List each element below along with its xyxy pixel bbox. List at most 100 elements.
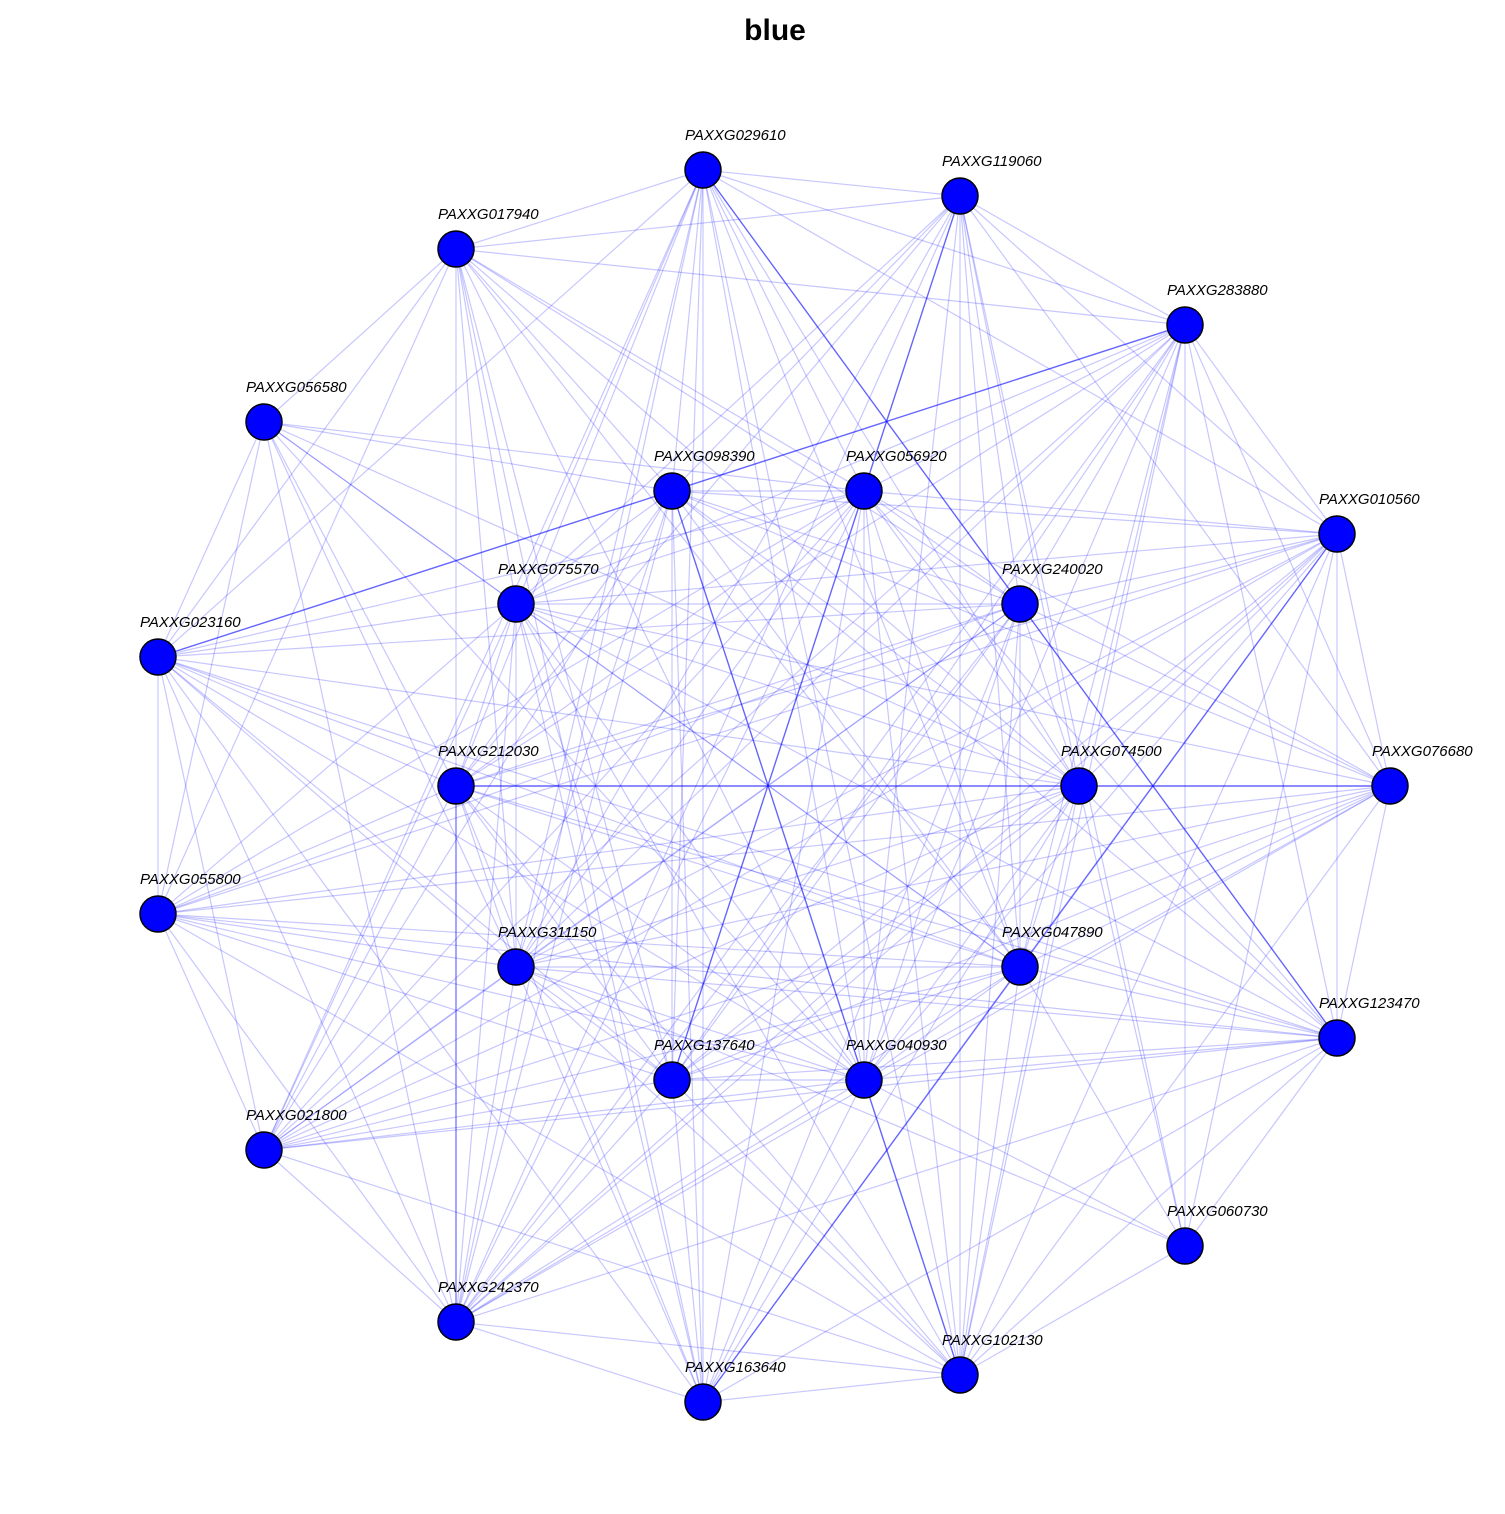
node-PAXXG017940[interactable]: PAXXG017940	[437, 206, 539, 268]
edge-PAXXG023160-PAXXG163640	[157, 656, 704, 1403]
edge-PAXXG029610-PAXXG098390	[671, 169, 704, 492]
edge-PAXXG029610-PAXXG242370	[455, 169, 704, 1323]
edge-PAXXG010560-PAXXG137640	[671, 533, 1338, 1081]
node-circle[interactable]	[1001, 948, 1039, 986]
node-PAXXG056580[interactable]: PAXXG056580	[245, 379, 347, 441]
edge-PAXXG283880-PAXXG047890	[1019, 324, 1186, 968]
node-PAXXG047890[interactable]: PAXXG047890	[1001, 924, 1103, 986]
node-circle[interactable]	[437, 1303, 475, 1341]
edge-PAXXG074500-PAXXG242370	[455, 785, 1080, 1323]
edge-PAXXG098390-PAXXG212030	[455, 490, 673, 787]
edge-PAXXG311150-PAXXG123470	[515, 966, 1338, 1039]
node-circle[interactable]	[1371, 767, 1409, 805]
node-label: PAXXG123470	[1319, 995, 1420, 1012]
edge-PAXXG029610-PAXXG137640	[671, 169, 704, 1081]
node-PAXXG060730[interactable]: PAXXG060730	[1166, 1203, 1268, 1265]
node-PAXXG102130[interactable]: PAXXG102130	[941, 1332, 1043, 1394]
node-circle[interactable]	[497, 585, 535, 623]
node-circle[interactable]	[1166, 306, 1204, 344]
node-PAXXG311150[interactable]: PAXXG311150	[497, 924, 597, 986]
edge-PAXXG040930-PAXXG021800	[263, 1079, 865, 1151]
node-PAXXG029610[interactable]: PAXXG029610	[684, 127, 786, 189]
edge-PAXXG283880-PAXXG137640	[671, 324, 1186, 1081]
node-label: PAXXG017940	[438, 206, 539, 223]
node-circle[interactable]	[845, 472, 883, 510]
edge-PAXXG029610-PAXXG040930	[702, 169, 865, 1081]
edge-PAXXG137640-PAXXG102130	[671, 1079, 961, 1376]
node-circle[interactable]	[437, 767, 475, 805]
edge-PAXXG283880-PAXXG123470	[1184, 324, 1338, 1039]
node-circle[interactable]	[653, 1061, 691, 1099]
node-circle[interactable]	[684, 1383, 722, 1421]
node-circle[interactable]	[497, 948, 535, 986]
edge-PAXXG283880-PAXXG074500	[1078, 324, 1186, 787]
edge-PAXXG056580-PAXXG047890	[263, 421, 1021, 968]
edge-PAXXG010560-PAXXG055800	[157, 533, 1338, 915]
node-PAXXG076680[interactable]: PAXXG076680	[1371, 743, 1473, 805]
node-circle[interactable]	[653, 472, 691, 510]
edge-PAXXG075570-PAXXG076680	[515, 603, 1391, 787]
edge-PAXXG055800-PAXXG040930	[157, 913, 865, 1081]
node-PAXXG040930[interactable]: PAXXG040930	[845, 1037, 947, 1099]
edge-PAXXG047890-PAXXG102130	[959, 966, 1021, 1376]
edge-PAXXG017940-PAXXG074500	[455, 248, 1080, 787]
node-PAXXG283880[interactable]: PAXXG283880	[1166, 282, 1268, 344]
edge-PAXXG023160-PAXXG212030	[157, 656, 457, 787]
node-circle[interactable]	[845, 1061, 883, 1099]
edge-PAXXG056920-PAXXG242370	[455, 490, 865, 1323]
edge-PAXXG055800-PAXXG021800	[157, 913, 265, 1151]
node-circle[interactable]	[1060, 767, 1098, 805]
edge-PAXXG056580-PAXXG075570	[263, 421, 517, 605]
edge-PAXXG056580-PAXXG242370	[263, 421, 457, 1323]
node-circle[interactable]	[1318, 1019, 1356, 1057]
node-PAXXG075570[interactable]: PAXXG075570	[497, 561, 599, 623]
edge-PAXXG283880-PAXXG021800	[263, 324, 1186, 1151]
node-circle[interactable]	[941, 177, 979, 215]
edge-PAXXG075570-PAXXG023160	[157, 603, 517, 658]
node-PAXXG010560[interactable]: PAXXG010560	[1318, 491, 1420, 553]
node-PAXXG123470[interactable]: PAXXG123470	[1318, 995, 1420, 1057]
edge-PAXXG240020-PAXXG123470	[1019, 603, 1338, 1039]
edge-PAXXG010560-PAXXG021800	[263, 533, 1338, 1151]
edge-PAXXG029610-PAXXG047890	[702, 169, 1021, 968]
node-PAXXG137640[interactable]: PAXXG137640	[653, 1037, 755, 1099]
node-circle[interactable]	[139, 638, 177, 676]
node-circle[interactable]	[245, 403, 283, 441]
node-PAXXG074500[interactable]: PAXXG074500	[1060, 743, 1162, 805]
node-PAXXG119060[interactable]: PAXXG119060	[941, 153, 1042, 215]
node-label: PAXXG023160	[140, 614, 241, 631]
node-circle[interactable]	[1318, 515, 1356, 553]
edge-PAXXG119060-PAXXG017940	[455, 195, 961, 250]
node-label: PAXXG163640	[685, 1359, 786, 1376]
node-PAXXG240020[interactable]: PAXXG240020	[1001, 561, 1103, 623]
edge-PAXXG076680-PAXXG123470	[1336, 785, 1391, 1039]
node-circle[interactable]	[1166, 1227, 1204, 1265]
node-circle[interactable]	[1001, 585, 1039, 623]
node-circle[interactable]	[941, 1356, 979, 1394]
edge-PAXXG017940-PAXXG047890	[455, 248, 1021, 968]
edge-PAXXG240020-PAXXG163640	[702, 603, 1021, 1403]
edge-PAXXG010560-PAXXG074500	[1078, 533, 1338, 787]
node-PAXXG212030[interactable]: PAXXG212030	[437, 743, 539, 805]
edge-PAXXG119060-PAXXG242370	[455, 195, 961, 1323]
nodes-layer: PAXXG029610 PAXXG119060PAXXG017940PAXXG28…	[139, 127, 1473, 1421]
edge-PAXXG119060-PAXXG047890	[959, 195, 1021, 968]
edge-PAXXG056580-PAXXG311150	[263, 421, 517, 968]
edge-PAXXG212030-PAXXG055800	[157, 785, 457, 915]
node-PAXXG163640[interactable]: PAXXG163640	[684, 1359, 786, 1421]
node-PAXXG098390[interactable]: PAXXG098390	[653, 448, 755, 510]
node-PAXXG055800[interactable]: PAXXG055800	[139, 871, 241, 933]
node-circle[interactable]	[245, 1131, 283, 1169]
edge-PAXXG098390-PAXXG047890	[671, 490, 1021, 968]
node-PAXXG056920[interactable]: PAXXG056920	[845, 448, 947, 510]
node-circle[interactable]	[437, 230, 475, 268]
edge-PAXXG076680-PAXXG242370	[455, 785, 1391, 1323]
node-PAXXG023160[interactable]: PAXXG023160	[139, 614, 241, 676]
edge-PAXXG098390-PAXXG010560	[671, 490, 1338, 535]
edge-PAXXG017940-PAXXG023160	[157, 248, 457, 658]
edge-PAXXG283880-PAXXG240020	[1019, 324, 1186, 605]
node-PAXXG021800[interactable]: PAXXG021800	[245, 1107, 347, 1169]
node-circle[interactable]	[684, 151, 722, 189]
node-circle[interactable]	[139, 895, 177, 933]
node-PAXXG242370[interactable]: PAXXG242370	[437, 1279, 539, 1341]
